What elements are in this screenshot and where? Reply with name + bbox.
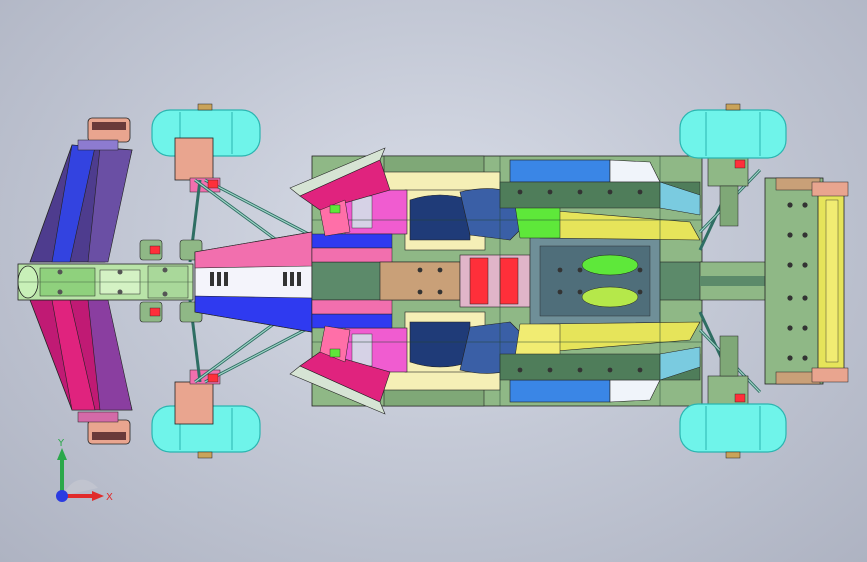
rear-left-tire[interactable] bbox=[679, 103, 787, 159]
chassis-tub[interactable] bbox=[194, 155, 703, 407]
rear-wing[interactable] bbox=[764, 177, 849, 385]
coordinate-triad: Y X bbox=[56, 438, 113, 503]
y-axis-label: Y bbox=[57, 438, 65, 449]
bargeboards[interactable] bbox=[289, 147, 391, 415]
rear-right-tire[interactable] bbox=[679, 403, 787, 459]
x-axis-label: X bbox=[106, 492, 113, 503]
z-axis-dot bbox=[56, 490, 68, 502]
front-left-upright[interactable] bbox=[174, 137, 214, 181]
front-right-upright[interactable] bbox=[174, 381, 214, 425]
nose-cone[interactable] bbox=[17, 263, 194, 301]
